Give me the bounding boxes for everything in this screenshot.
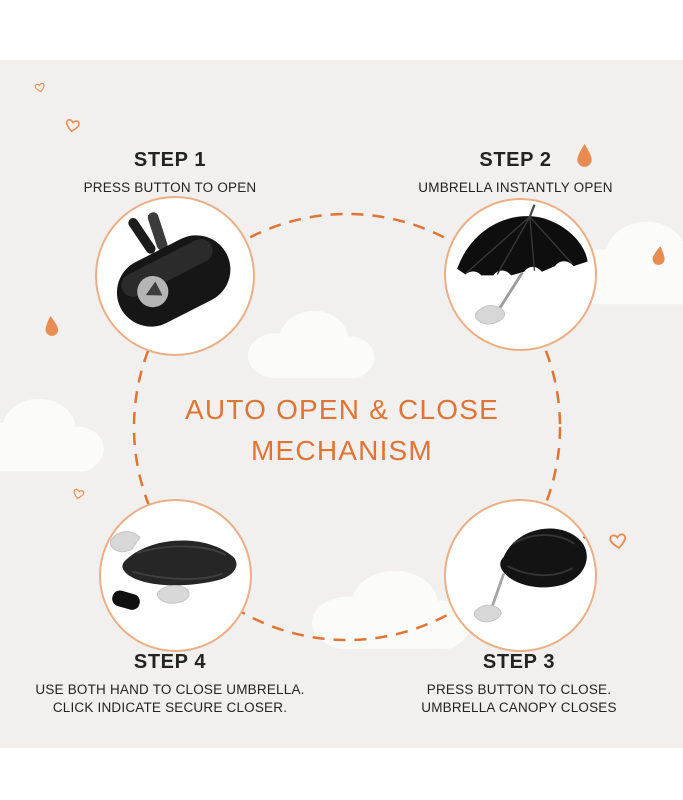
- step-caption-line: PRESS BUTTON TO OPEN: [83, 180, 257, 195]
- heart-icon: [33, 81, 47, 94]
- step-4-text: STEP 4 USE BOTH HAND TO CLOSE UMBRELLA. …: [30, 651, 310, 717]
- center-title: AUTO OPEN & CLOSE MECHANISM: [62, 389, 622, 471]
- cloud-shape: [235, 298, 385, 386]
- background-panel: [0, 60, 683, 748]
- heart-icon: [607, 531, 629, 552]
- step-caption-line: USE BOTH HAND TO CLOSE UMBRELLA.: [35, 682, 305, 697]
- step-caption-line: CLICK INDICATE SECURE CLOSER.: [52, 700, 288, 715]
- step-1-text: STEP 1 PRESS BUTTON TO OPEN: [45, 149, 295, 197]
- raindrop-icon: [651, 245, 668, 267]
- closing-umbrella-photo: [473, 528, 593, 623]
- center-title-line2: MECHANISM: [251, 435, 433, 466]
- heart-icon: [71, 487, 87, 502]
- step-4-label: STEP 4: [133, 651, 207, 673]
- step-4-photo-circle: [99, 499, 252, 652]
- step-caption-line: UMBRELLA INSTANTLY OPEN: [418, 180, 613, 195]
- step-2-label: STEP 2: [479, 149, 552, 171]
- heart-icon: [63, 117, 82, 135]
- cloud-shape: [296, 556, 484, 658]
- step-3-photo-circle: [444, 499, 597, 652]
- step-3-label: STEP 3: [482, 651, 556, 673]
- raindrop-icon: [576, 144, 593, 168]
- step-caption-line: UMBRELLA CANOPY CLOSES: [421, 700, 617, 715]
- umbrella-handle-photo: [116, 212, 231, 327]
- step-caption-line: PRESS BUTTON TO CLOSE.: [426, 682, 612, 697]
- center-title-line1: AUTO OPEN & CLOSE: [185, 394, 499, 425]
- step-1-photo-circle: [95, 196, 255, 356]
- step-2-photo-circle: [444, 198, 597, 351]
- step-3-text: STEP 3 PRESS BUTTON TO CLOSE. UMBRELLA C…: [385, 651, 653, 717]
- step-2-text: STEP 2 UMBRELLA INSTANTLY OPEN: [388, 149, 643, 197]
- cloud-shape: [0, 385, 115, 480]
- open-umbrella-photo: [457, 204, 588, 325]
- raindrop-icon: [43, 315, 60, 337]
- mechanism-dashed-circle: [132, 212, 562, 642]
- step-1-label: STEP 1: [133, 149, 207, 171]
- folding-umbrella-photo: [109, 531, 237, 610]
